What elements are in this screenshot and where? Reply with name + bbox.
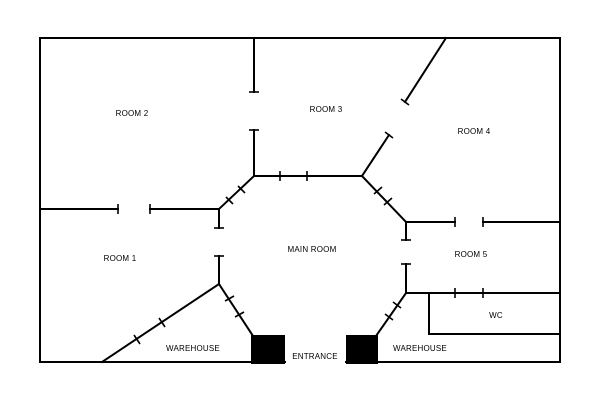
room-3-label: ROOM 3 bbox=[310, 105, 343, 114]
warehouse-left-inner-wall bbox=[217, 282, 255, 338]
door-tick bbox=[158, 317, 166, 328]
room-5-label: ROOM 5 bbox=[455, 250, 488, 259]
warehouse-left-label: WAREHOUSE bbox=[166, 344, 220, 353]
door-tick bbox=[373, 186, 383, 195]
entrance-column-right bbox=[346, 335, 378, 364]
main-room-upper-left-wall bbox=[217, 174, 256, 211]
wall-room3-room4-lower bbox=[360, 133, 391, 178]
wall-room3-room4-upper bbox=[403, 36, 448, 104]
warehouse-right-label: WAREHOUSE bbox=[393, 344, 447, 353]
warehouse-left-diagonal-wall bbox=[100, 282, 221, 364]
main-room-upper-right-wall bbox=[360, 174, 408, 224]
door-tick bbox=[384, 313, 394, 321]
warehouse-right-inner-wall bbox=[374, 291, 408, 338]
entrance-label: ENTRANCE bbox=[292, 352, 338, 361]
door-tick bbox=[225, 196, 234, 205]
wc-label: WC bbox=[489, 311, 503, 320]
door-tick bbox=[383, 197, 393, 206]
door-tick bbox=[234, 311, 245, 318]
main-room-label: MAIN ROOM bbox=[288, 245, 337, 254]
room-4-label: ROOM 4 bbox=[458, 127, 491, 136]
door-tick bbox=[224, 295, 235, 302]
door-jamb bbox=[400, 98, 410, 106]
room-1-label: ROOM 1 bbox=[104, 254, 137, 263]
door-tick bbox=[133, 334, 141, 345]
outer-wall bbox=[39, 37, 561, 363]
door-tick bbox=[392, 301, 402, 309]
door-tick bbox=[237, 185, 246, 194]
entrance-column-left bbox=[251, 335, 285, 364]
room-2-label: ROOM 2 bbox=[116, 109, 149, 118]
